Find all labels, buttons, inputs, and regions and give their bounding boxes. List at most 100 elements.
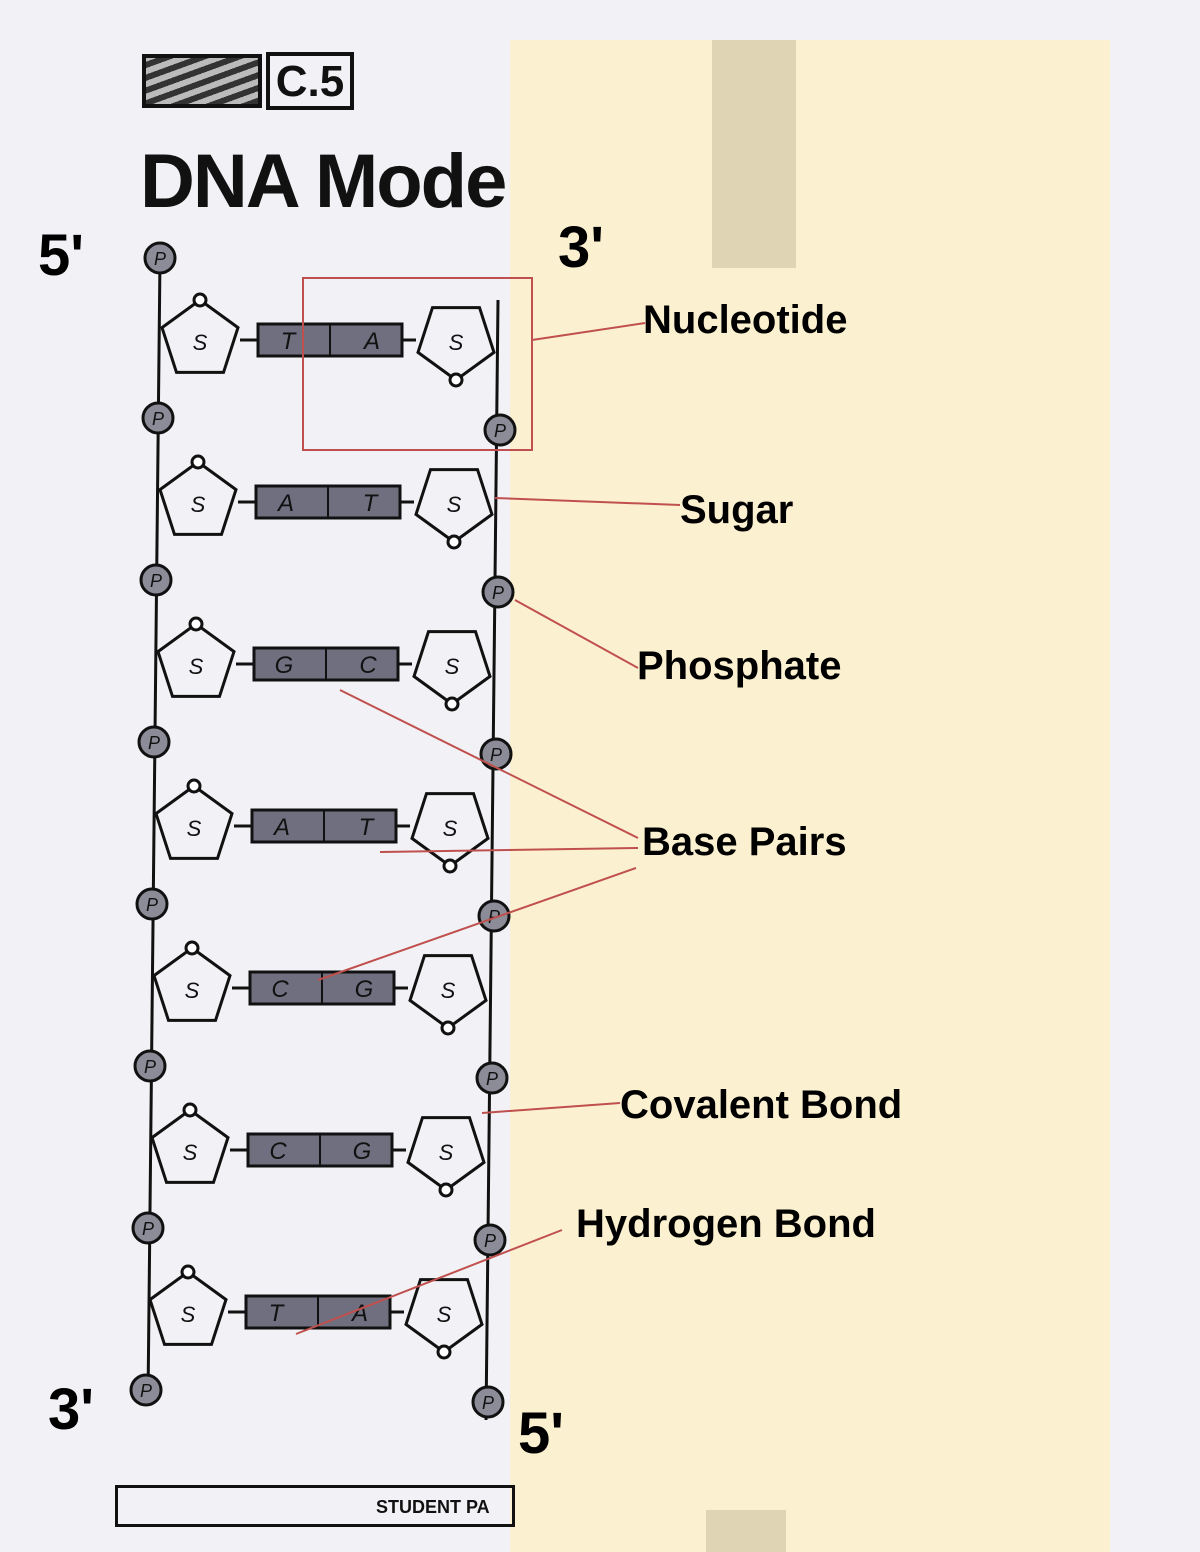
- base-pairs-pointer-2: [379, 847, 639, 853]
- base-right-4: T: [359, 814, 376, 841]
- sugar-left-3: [156, 622, 236, 698]
- overlay-paper: [510, 40, 1110, 1552]
- phosphate-left-5: [133, 1049, 167, 1083]
- phosphate-right-2-letter: P: [492, 583, 504, 603]
- base-right-7: A: [350, 1300, 368, 1327]
- sugar-right-7: [404, 1278, 484, 1354]
- phosphate-right-4: [477, 899, 511, 933]
- phosphate-left-5-letter: P: [144, 1057, 156, 1077]
- sugar-left-7-oxygen: [180, 1264, 196, 1280]
- phosphate-left-3-letter: P: [148, 733, 160, 753]
- sugar-left-4-oxygen: [186, 778, 202, 794]
- phosphate-right-5: [475, 1061, 509, 1095]
- sugar-left-5: [152, 946, 232, 1022]
- sugar-left-7-letter: S: [181, 1302, 196, 1327]
- sugar-left-4: [154, 784, 234, 860]
- phosphate-left-4-letter: P: [146, 895, 158, 915]
- nucleotide-pointer: [531, 322, 646, 341]
- phosphate-left-0: [143, 241, 177, 275]
- five-prime-bottom-right: 5': [518, 1401, 565, 1466]
- base-pairs-label: Base Pairs: [642, 820, 847, 864]
- five-prime-top-left: 5': [38, 223, 85, 288]
- sugar-left-6-oxygen: [182, 1102, 198, 1118]
- sugar-right-2-oxygen: [446, 534, 462, 550]
- phosphate-left-0-letter: P: [154, 249, 166, 269]
- section-number: C.5: [266, 52, 354, 110]
- sugar-right-6: [406, 1116, 486, 1192]
- sugar-right-2: [414, 468, 494, 544]
- phosphate-right-1-letter: P: [494, 421, 506, 441]
- phosphate-left-2: [139, 563, 173, 597]
- phosphate-right-2: [481, 575, 515, 609]
- sugar-right-3: [412, 630, 492, 706]
- sugar-left-2-oxygen: [190, 454, 206, 470]
- phosphate-right-7-letter: P: [482, 1393, 494, 1413]
- sugar-right-2-letter: S: [447, 492, 462, 517]
- phosphate-left-6: [131, 1211, 165, 1245]
- base-left-5: C: [271, 976, 289, 1003]
- page-title: DNA Model: [140, 139, 526, 224]
- phosphate-left-7: [129, 1373, 163, 1407]
- sugar-label: Sugar: [680, 488, 794, 532]
- tape-bottom: [706, 1510, 786, 1552]
- sugar-right-7-oxygen: [436, 1344, 452, 1360]
- tape-top: [712, 40, 796, 268]
- nucleotide-label: Nucleotide: [643, 298, 848, 342]
- sugar-left-6: [150, 1108, 230, 1184]
- left-backbone: [146, 257, 162, 1401]
- phosphate-right-6: [473, 1223, 507, 1257]
- hydrogen-bond-pointer: [295, 1229, 563, 1335]
- footer-text: STUDENT PA: [376, 1497, 490, 1517]
- sugar-right-5-letter: S: [441, 978, 456, 1003]
- sugar-right-3-letter: S: [445, 654, 460, 679]
- section-icon: [142, 54, 262, 108]
- sugar-right-4: [410, 792, 490, 868]
- base-left-2: A: [276, 490, 294, 517]
- phosphate-right-6-letter: P: [484, 1231, 496, 1251]
- sugar-left-5-oxygen: [184, 940, 200, 956]
- phosphate-left-7-letter: P: [140, 1381, 152, 1401]
- sugar-right-3-oxygen: [444, 696, 460, 712]
- sugar-left-1-letter: S: [193, 330, 208, 355]
- base-left-4: A: [272, 814, 290, 841]
- phosphate-left-4: [135, 887, 169, 921]
- sugar-right-1-letter: S: [449, 330, 464, 355]
- base-pairs-pointer-3: [317, 867, 637, 981]
- three-prime-top-right: 3': [558, 215, 605, 280]
- phosphate-right-1: [483, 413, 517, 447]
- sugar-right-6-letter: S: [439, 1140, 454, 1165]
- phosphate-right-5-letter: P: [486, 1069, 498, 1089]
- sugar-left-1-oxygen: [192, 292, 208, 308]
- base-left-7: T: [269, 1300, 286, 1327]
- sugar-left-6-letter: S: [183, 1140, 198, 1165]
- sugar-left-3-letter: S: [189, 654, 204, 679]
- sugar-left-2-letter: S: [191, 492, 206, 517]
- sugar-left-2: [158, 460, 238, 536]
- sugar-left-4-letter: S: [187, 816, 202, 841]
- sugar-right-1: [416, 306, 496, 382]
- phosphate-left-1: [141, 401, 175, 435]
- phosphate-left-6-letter: P: [142, 1219, 154, 1239]
- base-right-1: A: [362, 328, 380, 355]
- sugar-right-5-oxygen: [440, 1020, 456, 1036]
- sugar-left-1: [160, 298, 240, 374]
- phosphate-right-3: [479, 737, 513, 771]
- sugar-right-1-oxygen: [448, 372, 464, 388]
- covalent-bond-pointer: [481, 1102, 621, 1114]
- base-right-6: G: [353, 1138, 372, 1165]
- sugar-left-3-oxygen: [188, 616, 204, 632]
- nucleotide-highlight-box: [302, 277, 533, 451]
- base-left-1: T: [281, 328, 298, 355]
- sugar-left-5-letter: S: [185, 978, 200, 1003]
- covalent-bond-label: Covalent Bond: [620, 1083, 903, 1127]
- sugar-right-6-oxygen: [438, 1182, 454, 1198]
- sugar-pointer: [494, 497, 681, 506]
- sugar-left-7: [148, 1270, 228, 1346]
- base-left-6: C: [269, 1138, 287, 1165]
- phosphate-label: Phosphate: [637, 644, 842, 688]
- phosphate-right-3-letter: P: [490, 745, 502, 765]
- base-right-3: C: [359, 652, 377, 679]
- sugar-right-4-oxygen: [442, 858, 458, 874]
